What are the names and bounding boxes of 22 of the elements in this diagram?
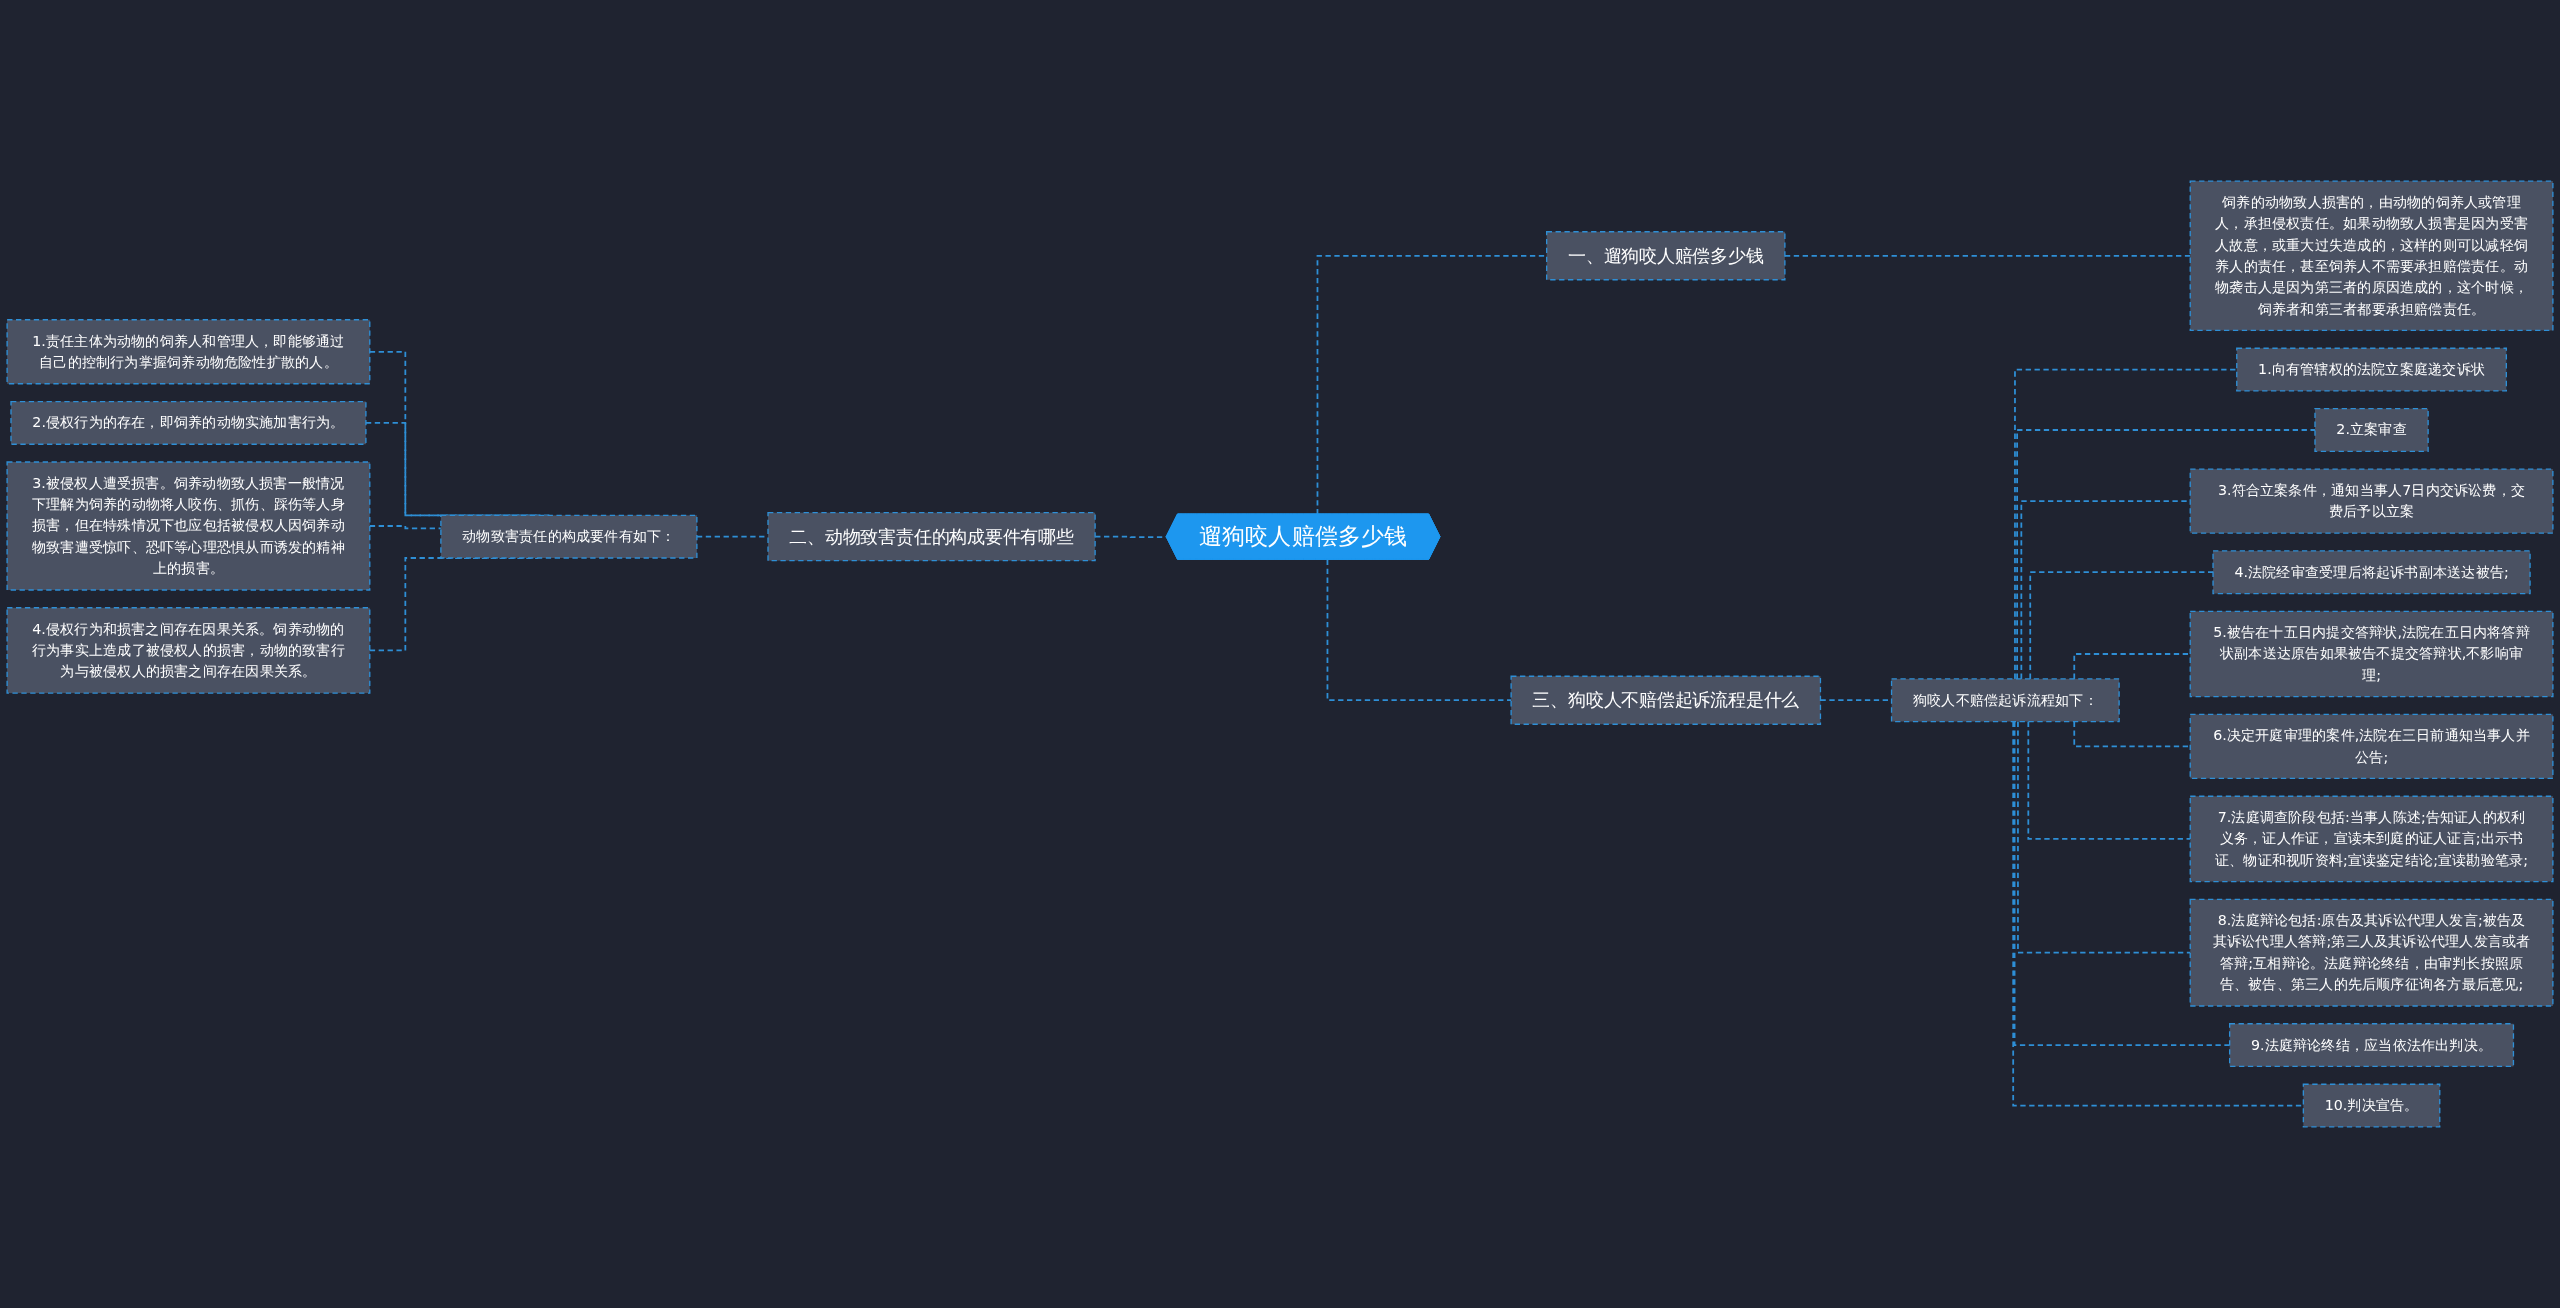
node-box: 2.立案审查 xyxy=(2314,408,2429,452)
node-box: 1.责任主体为动物的饲养人和管理人，即能够通过自己的控制行为掌握饲养动物危险性扩散的人。 xyxy=(6,319,371,385)
node-box: 6.决定开庭审理的案件,法院在三日前通知当事人并公告; xyxy=(2189,713,2554,780)
node-box: 1.向有管辖权的法院立案庭递交诉状 xyxy=(2236,347,2507,392)
node-box: 二、动物致害责任的构成要件有哪些 xyxy=(767,512,1096,562)
node-box: 一、遛狗咬人赔偿多少钱 xyxy=(1546,231,1786,281)
node-box: 动物致害责任的构成要件有如下： xyxy=(440,514,698,559)
node-box: 狗咬人不赔偿起诉流程如下： xyxy=(1890,678,2120,723)
node-box: 3.被侵权人遭受损害。饲养动物致人损害一般情况下理解为饲养的动物将人咬伤、抓伤、踩伤等人身损害，但在特殊情况下也应包括被侵权人因饲养动物致害遭受惊吓、恐吓等心理恐惧从而诱发的精神上的损害。 xyxy=(6,461,371,591)
connector xyxy=(2029,571,2214,680)
node-box: 5.被告在十五日内提交答辩状,法院在五日内将答辩状副本送达原告如果被告不提交答辩状,不影响审理; xyxy=(2189,610,2554,698)
node-box: 9.法庭辩论终结，应当依法作出判决。 xyxy=(2229,1023,2515,1068)
connector xyxy=(1326,558,1512,702)
node-box: 7.法庭调查阶段包括:当事人陈述;告知证人的权利义务，证人作证，宣读未到庭的证人证言;出示书证、物证和视听资料;宣读鉴定结论;宣读勘验笔录; xyxy=(2189,795,2554,883)
node-box: 3.符合立案条件，通知当事人7日内交诉讼费，交费后予以立案 xyxy=(2189,468,2554,534)
node-box: 4.法院经审查受理后将起诉书副本送达被告; xyxy=(2212,550,2531,595)
node-box: 4.侵权行为和损害之间存在因果关系。饲养动物的行为事实上造成了被侵权人的损害，动物的致害行为与被侵权人的损害之间存在因果关系。 xyxy=(6,607,371,694)
node-box: 三、狗咬人不赔偿起诉流程是什么 xyxy=(1510,675,1822,725)
node-box: 8.法庭辩论包括:原告及其诉讼代理人发言;被告及其诉讼代理人答辩;第三人及其诉讼代理人发言或者答辩;互相辩论。法庭辩论终结，由审判长按照原告、被告、第三人的先后顺序征询各方最后意见; xyxy=(2189,898,2554,1007)
node-box: 10.判决宣告。 xyxy=(2302,1083,2441,1128)
node-box: 饲养的动物致人损害的，由动物的饲养人或管理人，承担侵权责任。如果动物致人损害是因为受害人故意，或重大过失造成的，这样的则可以减轻饲养人的责任，甚至饲养人不需要承担赔偿责任。动物袭击人是因为第三者的原因造成的，这个时候，饲养者和第三者都要承担赔偿责任。 xyxy=(2189,180,2554,332)
node-box: 2.侵权行为的存在，即饲养的动物实施加害行为。 xyxy=(10,400,367,445)
